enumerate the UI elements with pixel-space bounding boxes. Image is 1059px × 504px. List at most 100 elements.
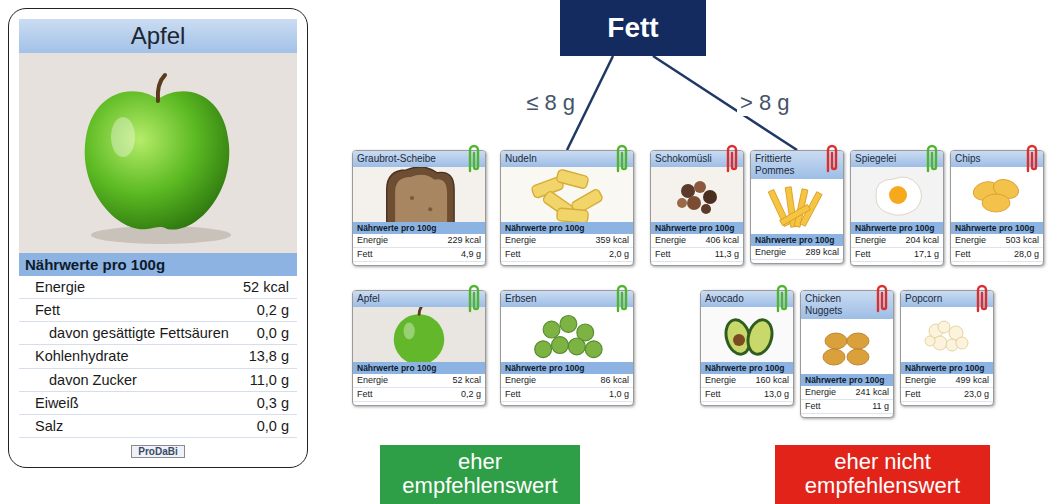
nutrient-value: 0,3 g [257,394,289,412]
avocado-photo [701,307,793,362]
card-title-band: Graubrot-Scheibe [353,151,485,167]
branch-condition: > 8 g [737,90,793,116]
nutrition-row: Fett17,1 g [851,248,943,262]
food-card: Popcorn Nährwerte pro 100gEnergie499 kca… [900,290,994,406]
green-paper-clip [614,143,630,173]
nutrition-heading: Nährwerte pro 100g [655,223,734,233]
food-card: Apfel Nährwerte pro 100gEnergie52 kcalFe… [352,290,486,406]
card-title-band: Erbsen [501,291,633,307]
card-title-band: Nudeln [501,151,633,167]
nutrient-name: Energie [705,375,736,386]
nutrient-value: 229 kcal [447,235,481,246]
apple-photo [19,53,297,253]
illustration [501,307,633,362]
illustration [751,179,843,234]
nutrient-name: Fett [655,249,671,260]
nutrition-heading: Nährwerte pro 100g [955,223,1034,233]
nutrition-row: Fett11 g [801,400,893,414]
illustration [801,319,893,374]
decision-attribute: Fett [607,12,658,44]
green-paper-clip [466,143,482,173]
nutrient-value: 11,0 g [250,371,289,389]
card-title: Schokomüsli [655,153,712,164]
nutrient-name: Energie [855,235,886,246]
red-paper-clip [1024,143,1040,173]
nutrient-name: Kohlenhydrate [35,347,239,365]
nutrient-value: 0,2 g [257,301,289,319]
nutrient-name: Fett [955,249,971,260]
nutrient-value: 0,2 g [461,389,481,400]
nutrition-heading: Nährwerte pro 100g [357,363,436,373]
card-title: Frittierte Pommes [755,153,794,176]
nutrient-name: Energie [755,247,786,258]
verdict-box: eher nicht empfehlenswert [775,445,990,504]
nutrition-card: Apfel Nährwerte pro 100gEnergie52 kcalFe… [8,8,308,468]
nutrition-row: Fett 0,2 g [19,299,297,322]
nutrition-heading: Nährwerte pro 100g [755,235,834,245]
red-paper-clip [974,283,990,313]
nutrient-name: Energie [357,375,388,386]
card-title: Chicken Nuggets [805,293,842,316]
nutrient-name: Energie [505,375,536,386]
nutrition-header: Nährwerte pro 100g [801,374,893,386]
nutrition-row: Fett13,0 g [701,388,793,402]
nutrient-name: Eiweiß [35,394,247,412]
verdict-text: eher empfehlenswert [388,450,572,498]
food-card: Nudeln Nährwerte pro 100gEnergie359 kcal… [500,150,634,266]
nutrition-row: Fett28,0 g [951,248,1043,262]
nutrient-value: 52 kcal [243,278,289,296]
card-title: Nudeln [505,153,537,164]
nutrition-heading: Nährwerte pro 100g [805,375,884,385]
nutrition-row: Fett2,0 g [501,248,633,262]
nutrient-name: Fett [357,249,373,260]
illustration [19,53,297,253]
peas-photo [501,307,633,362]
nutrient-name: Energie [655,235,686,246]
nutrition-row: Salz0,0 g [19,415,297,438]
nutrient-name: Fett [855,249,871,260]
nutrition-row: Energie52 kcal [353,374,485,388]
card-title: Popcorn [905,293,942,304]
apple-photo [353,307,485,362]
card-title-band: Spiegelei [851,151,943,167]
nutrition-header: Nährwerte pro 100g [851,222,943,234]
nutrient-name: Fett [505,389,521,400]
card-title-band: Popcorn [901,291,993,307]
nutrition-row: Eiweiß 0,3 g [19,392,297,415]
food-card: Spiegelei Nährwerte pro 100gEnergie204 k… [850,150,944,266]
illustration [951,167,1043,222]
nutrition-heading: Nährwerte pro 100g [357,223,436,233]
verdict-text: eher nicht empfehlenswert [783,450,982,498]
red-paper-clip [724,143,740,173]
red-paper-clip [824,143,840,173]
card-title-band: Schokomüsli [651,151,743,167]
card-title-band: Frittierte Pommes [751,151,843,179]
nutrient-name: davon gesättigte Fettsäuren [49,324,247,342]
illustration [901,307,993,362]
fried-egg-photo [851,167,943,222]
nutrition-header: Nährwerte pro 100g [353,362,485,374]
nutrient-value: 241 kcal [855,387,889,398]
card-title: Graubrot-Scheibe [357,153,436,164]
branch-condition: ≤ 8 g [523,90,578,116]
verdict-box: eher empfehlenswert [380,445,580,504]
nutrition-row: Fett1,0 g [501,388,633,402]
card-title-band: Avocado [701,291,793,307]
green-paper-clip [466,283,482,313]
food-card: Schokomüsli Nährwerte pro 100gEnergie406… [650,150,744,266]
nutrient-value: 499 kcal [955,375,989,386]
nutrient-value: 503 kcal [1005,235,1039,246]
nutrition-row: Fett0,2 g [353,388,485,402]
decision-node: Fett [560,0,706,56]
card-title: Spiegelei [855,153,896,164]
nutrient-value: 13,0 g [764,389,789,400]
nutrient-value: 11 g [872,401,889,412]
nutrient-name: Energie [35,278,233,296]
nutrient-value: 0,0 g [257,324,289,342]
card-title: Apfel [131,22,186,49]
nutrient-name: Fett [35,301,247,319]
food-card: Avocado Nährwerte pro 100gEnergie160 kca… [700,290,794,406]
card-title: Apfel [357,293,380,304]
nutrition-header: Nährwerte pro 100g [901,362,993,374]
illustration [701,307,793,362]
